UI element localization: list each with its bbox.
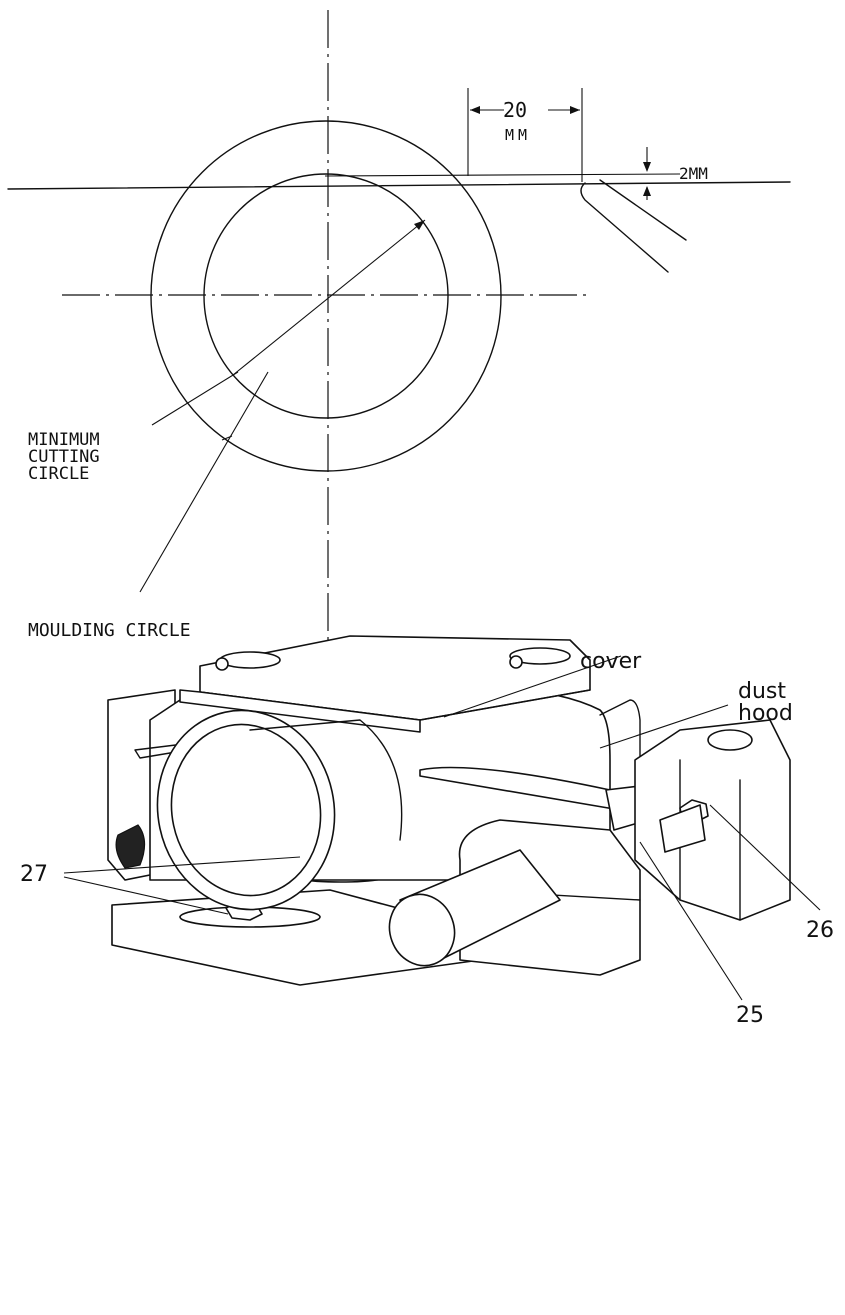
reference-line — [7, 181, 791, 190]
dust-outlet-inner — [170, 723, 322, 897]
dim-2-arrowhead-top — [643, 162, 651, 172]
left-knob — [115, 824, 146, 869]
dust-hood-illustration: cover dust hood 27 26 25 — [20, 635, 834, 1028]
leader-dust-hood — [599, 704, 729, 749]
label-cover: cover — [580, 649, 642, 674]
cover-lip — [179, 689, 421, 733]
cover-slot-left — [219, 651, 281, 669]
cutter-edge-upper — [599, 179, 687, 241]
dim-20-arrowhead-right — [570, 106, 580, 114]
label-moulding-circle: MOULDING CIRCLE — [28, 620, 191, 641]
radius-arrow-line — [232, 219, 426, 376]
bracket-shaft — [659, 804, 706, 853]
cover-screw-right — [509, 655, 523, 669]
cutting-circle-diagram: 20 MM 2MM MINIMUM CUTTING CIRCLE MOULDIN… — [7, 10, 791, 641]
offset-line — [324, 173, 681, 177]
cover-slot-right — [509, 647, 571, 665]
dim-20-unit: MM — [505, 126, 531, 144]
bracket-hole — [707, 729, 753, 751]
dim-20-arrowhead-left — [470, 106, 480, 114]
leader-minimum-cutting — [151, 371, 239, 426]
callout-26: 26 — [806, 918, 834, 943]
dim-2-label: 2MM — [679, 164, 708, 183]
cover-screw-left — [215, 657, 229, 671]
dim-20-value: 20 — [503, 98, 527, 122]
callout-27: 27 — [20, 862, 48, 887]
outlet-barrel — [249, 719, 403, 841]
minimum-cutting-circle — [203, 173, 449, 419]
leader-tick — [221, 435, 233, 441]
dim-2-arrowhead-bottom — [643, 186, 651, 196]
moulding-circle — [150, 120, 502, 472]
leader-27-a — [63, 856, 301, 874]
label-dust: dust — [738, 679, 786, 704]
right-bracket — [634, 719, 791, 921]
leader-cover — [443, 655, 622, 718]
leader-25 — [639, 841, 743, 1001]
leader-27-b — [63, 876, 229, 915]
leader-26 — [709, 804, 821, 911]
callout-25: 25 — [736, 1003, 764, 1028]
leader-moulding — [139, 371, 269, 593]
label-minimum: MINIMUM — [28, 430, 100, 450]
cutter-edge-lower — [580, 182, 669, 273]
hood-right-face — [599, 699, 641, 841]
radius-arrowhead — [414, 220, 425, 230]
front-knob-end — [388, 893, 456, 967]
label-circle: CIRCLE — [28, 464, 89, 484]
label-cutting: CUTTING — [28, 447, 100, 467]
label-hood: hood — [738, 701, 793, 726]
